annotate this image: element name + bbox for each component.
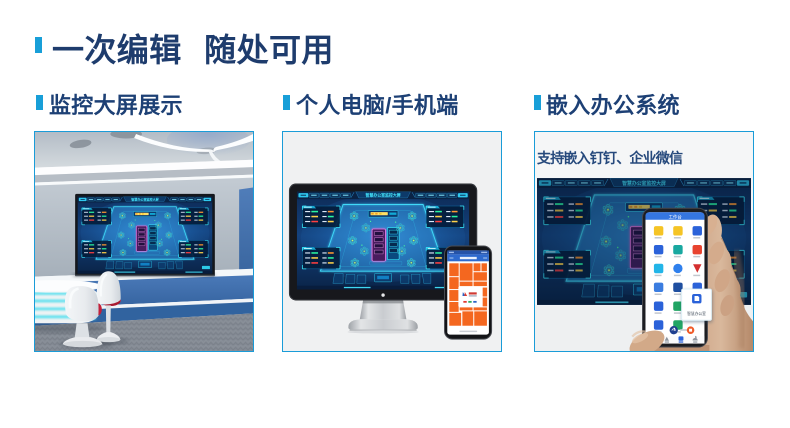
panel-desktop-mobile bbox=[282, 131, 502, 352]
tv-dashboard bbox=[78, 196, 213, 273]
monitor bbox=[288, 183, 478, 301]
panel3-banner: 支持嵌入钉钉、企业微信 bbox=[537, 150, 683, 166]
section1-bullet bbox=[36, 95, 43, 110]
phone-mobile-dashboard bbox=[444, 245, 493, 340]
popup-app-label: 智慧办公室 bbox=[687, 311, 706, 316]
panel-office-system: 工作台 bbox=[534, 131, 754, 352]
desktop-mobile-scene bbox=[283, 132, 501, 351]
section1-heading: 监控大屏展示 bbox=[49, 93, 183, 118]
mobile-treemap bbox=[449, 263, 488, 326]
mobile-logo-card bbox=[458, 287, 482, 307]
popup-app-card: 智慧办公室 bbox=[681, 288, 712, 321]
monitor-stand bbox=[347, 299, 419, 334]
monitor-dashboard bbox=[297, 191, 469, 289]
phone-office-apps: 工作台 bbox=[642, 207, 708, 348]
section2-heading: 个人电脑/手机端 bbox=[296, 93, 459, 118]
section2-bullet bbox=[283, 95, 290, 110]
section3-heading: 嵌入办公系统 bbox=[546, 93, 680, 118]
wall-tv bbox=[75, 193, 215, 277]
phone-header: 工作台 bbox=[669, 214, 683, 221]
section3-bullet bbox=[534, 95, 541, 110]
page-title: 一次编辑 随处可用 bbox=[52, 32, 334, 68]
room-photo bbox=[35, 132, 253, 351]
title-bullet bbox=[35, 37, 42, 53]
thumb bbox=[629, 330, 665, 351]
chair-front bbox=[62, 286, 103, 348]
chair-back bbox=[96, 271, 121, 343]
office-system-scene: 工作台 bbox=[535, 132, 753, 351]
monitor-logo bbox=[381, 293, 385, 297]
panel-monitor-room bbox=[34, 131, 254, 352]
